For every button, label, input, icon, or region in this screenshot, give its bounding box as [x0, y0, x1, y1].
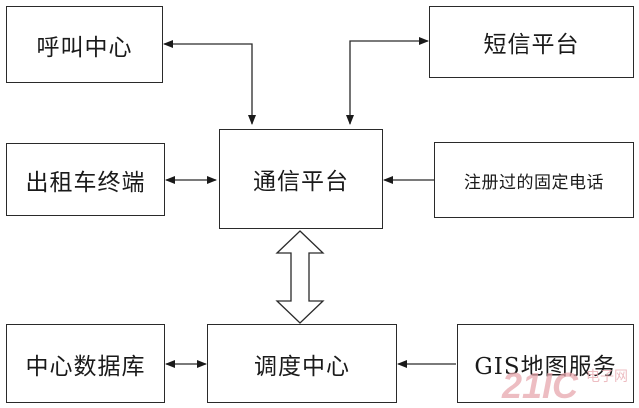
node-registered-phone: 注册过的固定电话	[434, 142, 634, 218]
node-sms-platform: 短信平台	[429, 6, 634, 78]
node-registered-phone-label: 注册过的固定电话	[464, 172, 604, 193]
node-call-center-label: 呼叫中心	[36, 34, 133, 61]
node-call-center: 呼叫中心	[6, 6, 163, 83]
node-taxi-terminal-label: 出租车终端	[25, 169, 146, 196]
node-comm-platform: 通信平台	[219, 129, 383, 229]
node-sms-platform-label: 短信平台	[483, 32, 580, 58]
node-dispatch-center: 调度中心	[207, 324, 397, 403]
node-center-database-label: 中心数据库	[25, 353, 146, 380]
node-taxi-terminal: 出租车终端	[6, 143, 165, 216]
node-comm-platform-label: 通信平台	[253, 169, 349, 195]
link-comm-dispatch-hollow-arrow	[275, 230, 325, 324]
link-call-center-comm	[163, 40, 256, 125]
link-sms-comm	[346, 37, 429, 125]
node-gis-service: GIS地图服务	[457, 324, 634, 403]
node-dispatch-center-label: 调度中心	[254, 353, 350, 380]
node-center-database: 中心数据库	[6, 324, 165, 403]
node-gis-service-label: GIS地图服务	[474, 353, 617, 380]
